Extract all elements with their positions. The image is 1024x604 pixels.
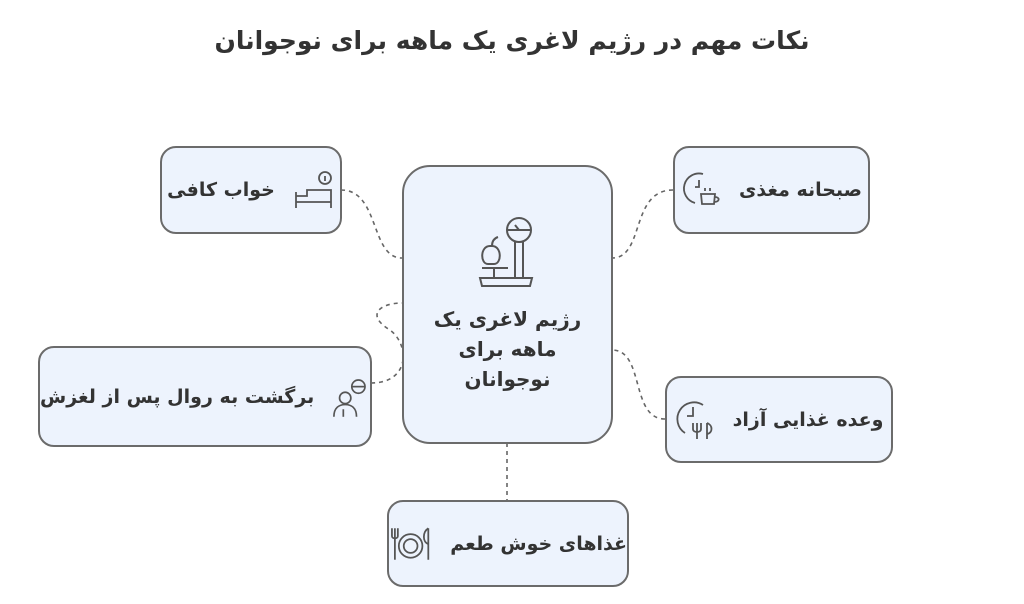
node-breakfast: صبحانه مغذی — [673, 146, 870, 234]
node-free-meal: وعده غذایی آزاد — [665, 376, 893, 463]
bed-icon — [294, 171, 332, 208]
diagram-title: نکات مهم در رژیم لاغری یک ماهه برای نوجو… — [214, 26, 810, 55]
node-tasty-food-label: غذاهای خوش طعم — [450, 532, 627, 555]
plate-heart-icon — [391, 527, 430, 560]
connector-relapse — [370, 302, 404, 384]
central-topic-label: رژیم لاغری یک ماهه برای نوجوانان — [433, 306, 582, 391]
node-sleep: خواب کافی — [160, 146, 342, 234]
scale-apple-icon — [478, 216, 533, 287]
clock-coffee-icon — [683, 172, 720, 205]
node-relapse-label: برگشت به روال پس از لغزش — [40, 385, 315, 408]
connector-free-meal — [611, 349, 666, 420]
clock-cutlery-icon — [676, 400, 713, 439]
connector-sleep — [340, 189, 403, 259]
node-breakfast-label: صبحانه مغذی — [738, 179, 863, 201]
node-relapse: برگشت به روال پس از لغزش — [38, 346, 372, 447]
node-tasty-food: غذاهای خوش طعم — [387, 500, 629, 587]
person-return-icon — [333, 378, 367, 417]
central-topic: رژیم لاغری یک ماهه برای نوجوانان — [402, 165, 613, 444]
connector-breakfast — [611, 189, 674, 259]
node-sleep-label: خواب کافی — [167, 179, 275, 201]
node-free-meal-label: وعده غذایی آزاد — [732, 408, 884, 431]
